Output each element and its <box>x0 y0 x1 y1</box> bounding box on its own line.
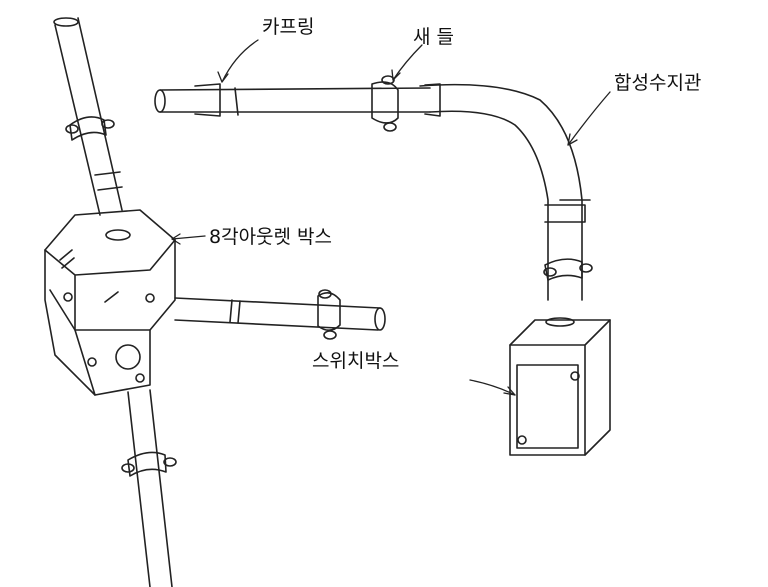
leader-lines <box>171 39 611 396</box>
vertical-pipe-lower <box>121 389 177 587</box>
top-pipe-and-bend <box>154 83 593 301</box>
horizontal-pipe-middle <box>174 289 386 340</box>
label-switch-box: 스위치박스 <box>312 350 400 372</box>
switch-box <box>509 317 611 456</box>
octagon-outlet-box <box>44 209 176 396</box>
label-octagon-outlet-box: 8각아웃렛 박스 <box>209 226 333 248</box>
label-coupling: 카프링 <box>262 16 315 38</box>
saddle-upper-left <box>65 116 115 141</box>
label-synthetic-resin-pipe: 합성수지관 <box>614 72 702 94</box>
saddle-top <box>371 75 399 132</box>
label-saddle: 새 들 <box>413 26 454 48</box>
